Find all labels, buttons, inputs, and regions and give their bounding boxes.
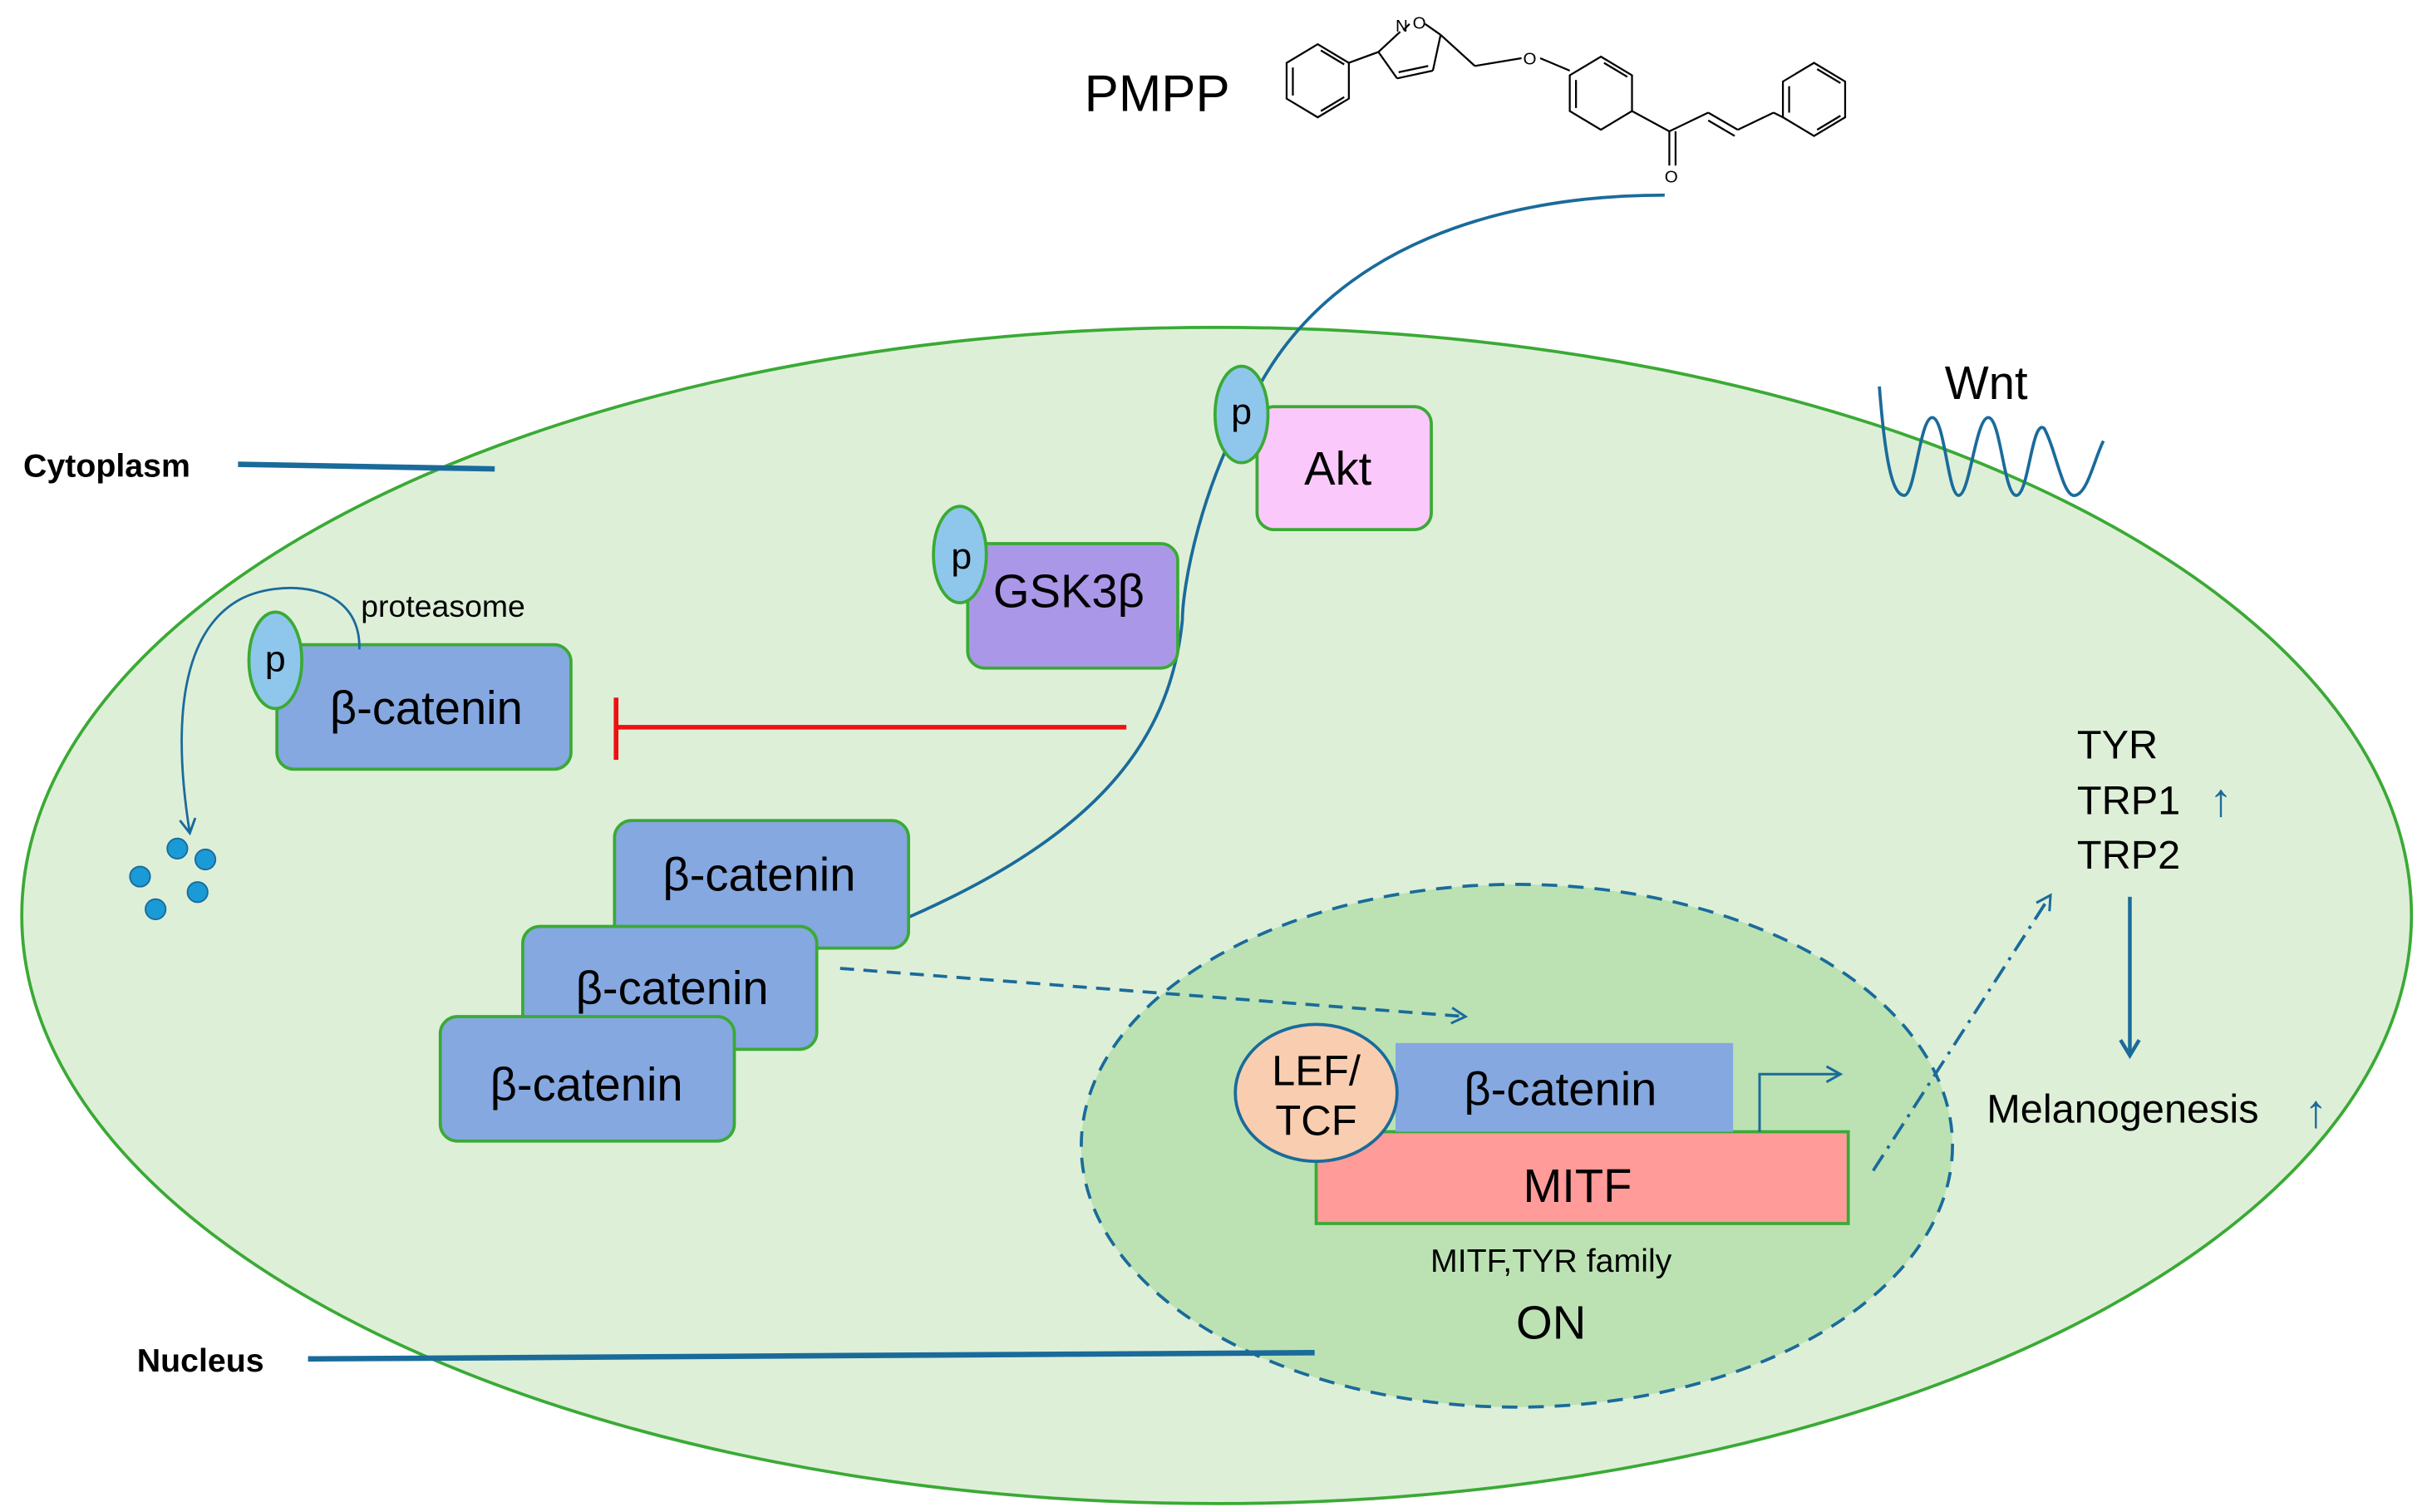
- expression-arrow: [1872, 893, 2052, 1172]
- inhibition-bar: [613, 697, 1127, 761]
- pmpp-atom-o-ether: O: [1523, 49, 1536, 68]
- akt-box: [1255, 405, 1433, 532]
- bcatenin-phospho: [247, 610, 303, 711]
- nucleus-label: Nucleus: [137, 1342, 264, 1379]
- transcription-start-arrow: [1758, 1065, 1844, 1132]
- akt-phospho-label: p: [1231, 390, 1252, 432]
- proteasome-arrow: [179, 587, 361, 836]
- nucleus-leader-line: [308, 1350, 1315, 1362]
- bcatenin-nuclear-box: [1396, 1042, 1734, 1132]
- bcatenin-nuclear-label: β-catenin: [1464, 1063, 1657, 1116]
- lef-tcf-label-line1: LEF/: [1272, 1047, 1361, 1094]
- gene-trp1: TRP1: [2077, 779, 2180, 824]
- gsk3b-label: GSK3β: [993, 565, 1145, 618]
- nuclear-translocation-arrow: [839, 967, 1469, 1025]
- gene-tyr: TYR: [2077, 722, 2158, 767]
- wnt-wave: [1878, 386, 2105, 497]
- on-label: ON: [1516, 1296, 1586, 1348]
- pmpp-atom-n: N: [1396, 17, 1408, 36]
- bcatenin-stack-bottom-label: β-catenin: [490, 1058, 683, 1111]
- pmpp-atom-o-ring: O: [1413, 13, 1426, 32]
- bcatenin-phospho-label: β-catenin: [330, 682, 523, 734]
- gene-trp2: TRP2: [2077, 833, 2180, 878]
- gene-family-label: MITF,TYR family: [1430, 1243, 1672, 1279]
- bcatenin-stack-top-label: β-catenin: [662, 848, 855, 900]
- lef-tcf: [1233, 1022, 1399, 1163]
- bcatenin-phospho-p-label: p: [265, 637, 286, 679]
- pmpp-atom-o-ketone: O: [1665, 168, 1678, 187]
- gsk3b-box: [966, 542, 1179, 670]
- bcatenin-stack-bottom: [438, 1015, 736, 1143]
- gsk3b-phospho: [932, 505, 988, 604]
- akt-label: Akt: [1304, 442, 1372, 495]
- pmpp-signal-curve: [894, 193, 1665, 925]
- proteasome-label: proteasome: [361, 589, 525, 623]
- wnt-label: Wnt: [1945, 357, 2028, 409]
- gsk3b-phospho-label: p: [951, 534, 972, 577]
- mitf-label: MITF: [1524, 1160, 1632, 1212]
- bcatenin-stack-middle-label: β-catenin: [576, 962, 769, 1014]
- degraded-fragments: [129, 837, 217, 920]
- akt-phospho: [1214, 364, 1270, 465]
- lef-tcf-label-line2: TCF: [1275, 1096, 1356, 1144]
- melanogenesis-label: Melanogenesis: [1986, 1086, 2258, 1131]
- cytoplasm-label: Cytoplasm: [23, 448, 190, 485]
- cytoplasm-leader-line: [238, 461, 495, 472]
- genes-up-arrow: ↑: [2209, 774, 2233, 826]
- pmpp-label: PMPP: [1085, 66, 1230, 123]
- pmpp-structure: [1285, 22, 1847, 166]
- mitf-box: [1314, 1130, 1850, 1225]
- melanogenesis-up-arrow: ↑: [2304, 1085, 2327, 1137]
